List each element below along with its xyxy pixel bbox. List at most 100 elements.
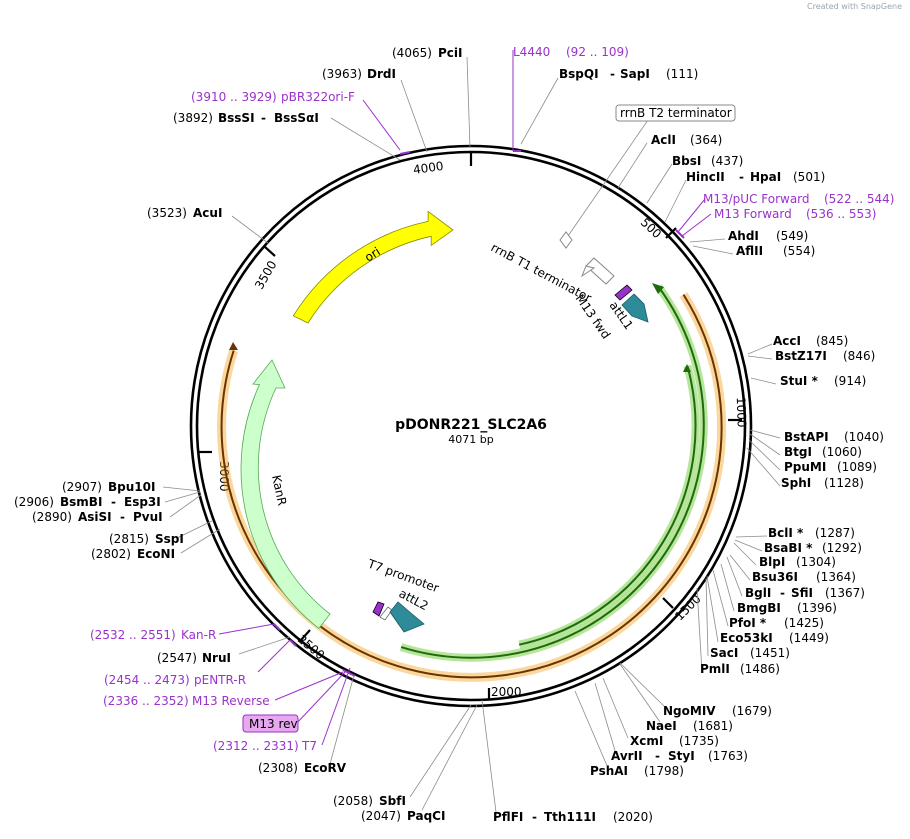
svg-text:(846): (846) bbox=[843, 349, 875, 363]
enzyme-bbsi[interactable]: BbsI (437) bbox=[672, 154, 743, 168]
enzyme-bmgbi[interactable]: BmgBI (1396) bbox=[737, 601, 837, 615]
enzyme-acli[interactable]: AclI (364) bbox=[651, 133, 722, 147]
enzyme-bstapi[interactable]: BstAPI (1040) bbox=[784, 430, 884, 444]
primer-kan-r[interactable]: (2532 .. 2551) Kan-R bbox=[90, 628, 216, 642]
svg-text:HincII: HincII bbox=[686, 170, 725, 184]
svg-text:BclI *: BclI * bbox=[768, 526, 804, 540]
enzyme-sspi[interactable]: (2815) SspI bbox=[109, 532, 184, 546]
svg-text:M13/pUC Forward: M13/pUC Forward bbox=[703, 192, 810, 206]
enzyme-aflii[interactable]: AflII (554) bbox=[736, 244, 815, 258]
kanr-feature[interactable] bbox=[240, 359, 331, 629]
svg-text:PciI: PciI bbox=[438, 46, 463, 60]
svg-text:EcoRV: EcoRV bbox=[304, 761, 347, 775]
enzyme-bsu36i[interactable]: Bsu36I (1364) bbox=[752, 570, 856, 584]
enzyme-pshai[interactable]: PshAI (1798) bbox=[590, 764, 684, 778]
orf-green-inner-arrowhead bbox=[683, 364, 691, 372]
svg-text:PaqCI: PaqCI bbox=[407, 809, 445, 823]
enzyme-sbfi[interactable]: (2058) SbfI bbox=[333, 794, 406, 808]
leader-lines bbox=[162, 56, 781, 813]
ori-feature[interactable] bbox=[292, 210, 454, 324]
enzyme-bcli[interactable]: BclI * (1287) bbox=[768, 526, 855, 540]
svg-text:(3963): (3963) bbox=[322, 67, 362, 81]
m13-fwd-feature[interactable] bbox=[614, 284, 633, 301]
primer-m13-puc-forward[interactable]: M13/pUC Forward (522 .. 544) bbox=[703, 192, 894, 206]
primer-m13-forward[interactable]: M13 Forward (536 .. 553) bbox=[714, 207, 876, 221]
svg-text:SacI: SacI bbox=[710, 646, 738, 660]
enzyme-ngomiv[interactable]: NgoMIV (1679) bbox=[663, 704, 772, 718]
primer-l4440[interactable]: L4440 (92 .. 109) bbox=[513, 45, 629, 59]
enzyme-naei[interactable]: NaeI (1681) bbox=[646, 719, 733, 733]
primer-m13-reverse[interactable]: (2336 .. 2352) M13 Reverse bbox=[103, 694, 270, 708]
primer-pbr322ori-f[interactable]: (3910 .. 3929) pBR322ori-F bbox=[191, 90, 355, 104]
enzyme-acui[interactable]: (3523) AcuI bbox=[147, 206, 222, 220]
enzyme-hincii[interactable]: HincII - HpaI (501) bbox=[686, 170, 825, 184]
svg-text:PflFI: PflFI bbox=[493, 810, 523, 824]
svg-text:(2047): (2047) bbox=[361, 809, 401, 823]
enzyme-bsmbi[interactable]: (2906) BsmBI - Esp3I bbox=[14, 495, 161, 509]
svg-text:PmlI: PmlI bbox=[700, 662, 730, 676]
m13-rev-box[interactable]: M13 rev bbox=[242, 714, 299, 733]
enzyme-nrui[interactable]: (2547) NruI bbox=[157, 651, 231, 665]
orf-orange bbox=[220, 294, 723, 679]
svg-text:Eco53kI: Eco53kI bbox=[720, 631, 773, 645]
svg-text:(1089): (1089) bbox=[837, 460, 877, 474]
enzyme-avrii[interactable]: AvrII - StyI (1763) bbox=[611, 749, 748, 763]
enzyme-saci[interactable]: SacI (1451) bbox=[710, 646, 790, 660]
enzyme-stui[interactable]: StuI * (914) bbox=[780, 374, 866, 388]
svg-text:(1451): (1451) bbox=[750, 646, 790, 660]
svg-text:BbsI: BbsI bbox=[672, 154, 701, 168]
enzyme-pfoi[interactable]: PfoI * (1425) bbox=[729, 616, 824, 630]
t7-primer-feature[interactable] bbox=[372, 601, 385, 617]
enzyme-asisi[interactable]: (2890) AsiSI - PvuI bbox=[32, 510, 163, 524]
svg-text:(1060): (1060) bbox=[822, 445, 862, 459]
svg-text:BssSI: BssSI bbox=[218, 111, 255, 125]
svg-text:(1364): (1364) bbox=[816, 570, 856, 584]
plasmid-length: 4071 bp bbox=[448, 433, 493, 446]
primer-marks bbox=[273, 150, 685, 677]
enzyme-pcii[interactable]: (4065) PciI bbox=[392, 46, 463, 60]
enzyme-bpu10i[interactable]: (2907) Bpu10I bbox=[62, 480, 155, 494]
enzyme-ppumi[interactable]: PpuMI (1089) bbox=[784, 460, 877, 474]
svg-text:AccI: AccI bbox=[773, 334, 801, 348]
svg-text:(2532 .. 2551): (2532 .. 2551) bbox=[90, 628, 176, 642]
enzyme-sphi[interactable]: SphI (1128) bbox=[781, 476, 864, 490]
enzyme-btgi[interactable]: BtgI (1060) bbox=[784, 445, 862, 459]
svg-text:StuI *: StuI * bbox=[780, 374, 819, 388]
enzyme-bsabi[interactable]: BsaBI * (1292) bbox=[764, 541, 862, 555]
primer-t7[interactable]: (2312 .. 2331) T7 bbox=[213, 739, 317, 753]
attl2-feature[interactable] bbox=[389, 601, 425, 633]
enzyme-pflfi[interactable]: PflFI - Tth111I (2020) bbox=[493, 810, 653, 824]
svg-text:(2312 .. 2331): (2312 .. 2331) bbox=[213, 739, 299, 753]
tick-mark-1500 bbox=[662, 597, 674, 609]
svg-text:(1486): (1486) bbox=[740, 662, 780, 676]
rrnb-t2-box[interactable]: rrnB T2 terminator bbox=[615, 104, 736, 122]
enzyme-econi[interactable]: (2802) EcoNI bbox=[91, 547, 175, 561]
enzyme-bsssi[interactable]: (3892) BssSI - BssSαI bbox=[173, 111, 319, 125]
m13-reverse-mark bbox=[342, 669, 356, 677]
enzyme-xcmi[interactable]: XcmI (1735) bbox=[630, 734, 719, 748]
enzyme-bspqi[interactable]: BspQI - SapI (111) bbox=[559, 67, 698, 81]
svg-text:(501): (501) bbox=[793, 170, 825, 184]
svg-text:BstAPI: BstAPI bbox=[784, 430, 829, 444]
enzyme-paqci[interactable]: (2047) PaqCI bbox=[361, 809, 445, 823]
svg-text:BglI: BglI bbox=[745, 586, 771, 600]
svg-text:SfiI: SfiI bbox=[791, 586, 813, 600]
svg-text:(1763): (1763) bbox=[708, 749, 748, 763]
svg-text:SapI: SapI bbox=[620, 67, 650, 81]
enzyme-drdi[interactable]: (3963) DrdI bbox=[322, 67, 396, 81]
enzyme-bstz17i[interactable]: BstZ17I (846) bbox=[775, 349, 875, 363]
enzyme-ecorv[interactable]: (2308) EcoRV bbox=[258, 761, 347, 775]
rrnb-t2-terminator-feature[interactable] bbox=[559, 231, 573, 249]
enzyme-blpi[interactable]: BlpI (1304) bbox=[759, 555, 836, 569]
svg-text:PshAI: PshAI bbox=[590, 764, 628, 778]
svg-text:L4440: L4440 bbox=[513, 45, 550, 59]
enzyme-ahdi[interactable]: AhdI (549) bbox=[728, 229, 808, 243]
rrnb-t1-terminator-feature[interactable] bbox=[585, 257, 615, 285]
enzyme-acci[interactable]: AccI (845) bbox=[773, 334, 848, 348]
primer-pentr-r[interactable]: (2454 .. 2473) pENTR-R bbox=[104, 673, 246, 687]
enzyme-bgli[interactable]: BglI - SfiI (1367) bbox=[745, 586, 865, 600]
attl1-feature[interactable] bbox=[621, 293, 649, 323]
enzyme-pmli[interactable]: PmlI (1486) bbox=[700, 662, 780, 676]
enzyme-eco53ki[interactable]: Eco53kI (1449) bbox=[720, 631, 829, 645]
